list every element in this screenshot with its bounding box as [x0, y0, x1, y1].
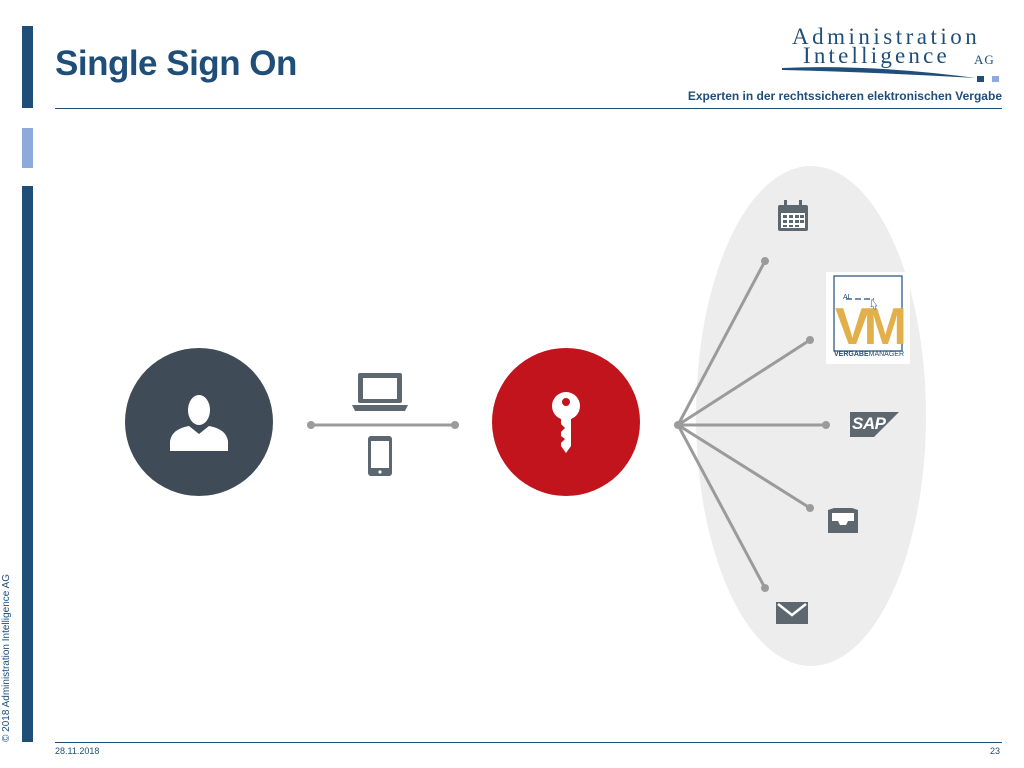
calendar-icon — [778, 200, 808, 231]
company-tagline: Experten in der rechtssicheren elektroni… — [687, 89, 1002, 103]
page-number: 23 — [989, 746, 1000, 756]
footer-divider — [55, 742, 1002, 743]
logo-square-light — [992, 76, 999, 82]
header-divider — [55, 108, 1002, 109]
sidebar-accent-bar-middle — [22, 128, 33, 168]
application-connectors — [674, 257, 830, 592]
copyright-notice: © 2018 Administration Intelligence AG — [1, 573, 12, 742]
vergabemanager-ai-label: AI — [843, 294, 850, 301]
vergabemanager-logo-letters: VM — [835, 298, 904, 356]
footer-date: 28.11.2018 — [55, 746, 100, 756]
key-node — [492, 348, 640, 496]
vergabemanager-logo-mark: VM — [833, 275, 910, 356]
logo-text-ag: AG — [974, 52, 995, 67]
logo-text-intelligence: Intelligence — [803, 43, 950, 68]
device-connector — [307, 421, 459, 429]
cursor-icon — [870, 298, 878, 310]
user-icon — [170, 395, 228, 451]
page-title: Single Sign On — [55, 44, 297, 83]
sidebar-accent-bar-top — [22, 26, 33, 108]
key-icon — [552, 392, 580, 453]
logo-swoosh-icon — [782, 67, 976, 78]
inbox-tray-icon — [828, 508, 858, 533]
vergabemanager-logo: VM — [826, 272, 910, 364]
laptop-icon — [352, 373, 408, 411]
smartphone-icon — [368, 436, 392, 476]
sap-logo-text: SAP — [852, 414, 886, 433]
vergabemanager-caption-thin: MANAGER — [868, 351, 905, 358]
sap-logo — [850, 412, 899, 437]
vergabemanager-caption: VERGABEMANAGER — [834, 351, 904, 358]
vergabemanager-caption-bold: VERGABE — [834, 351, 869, 358]
mail-envelope-icon — [776, 602, 808, 624]
logo-text-administration: Administration — [792, 24, 981, 49]
logo-square-dark — [977, 76, 984, 82]
user-node — [125, 348, 273, 496]
sidebar-accent-bar-bottom — [22, 186, 33, 742]
